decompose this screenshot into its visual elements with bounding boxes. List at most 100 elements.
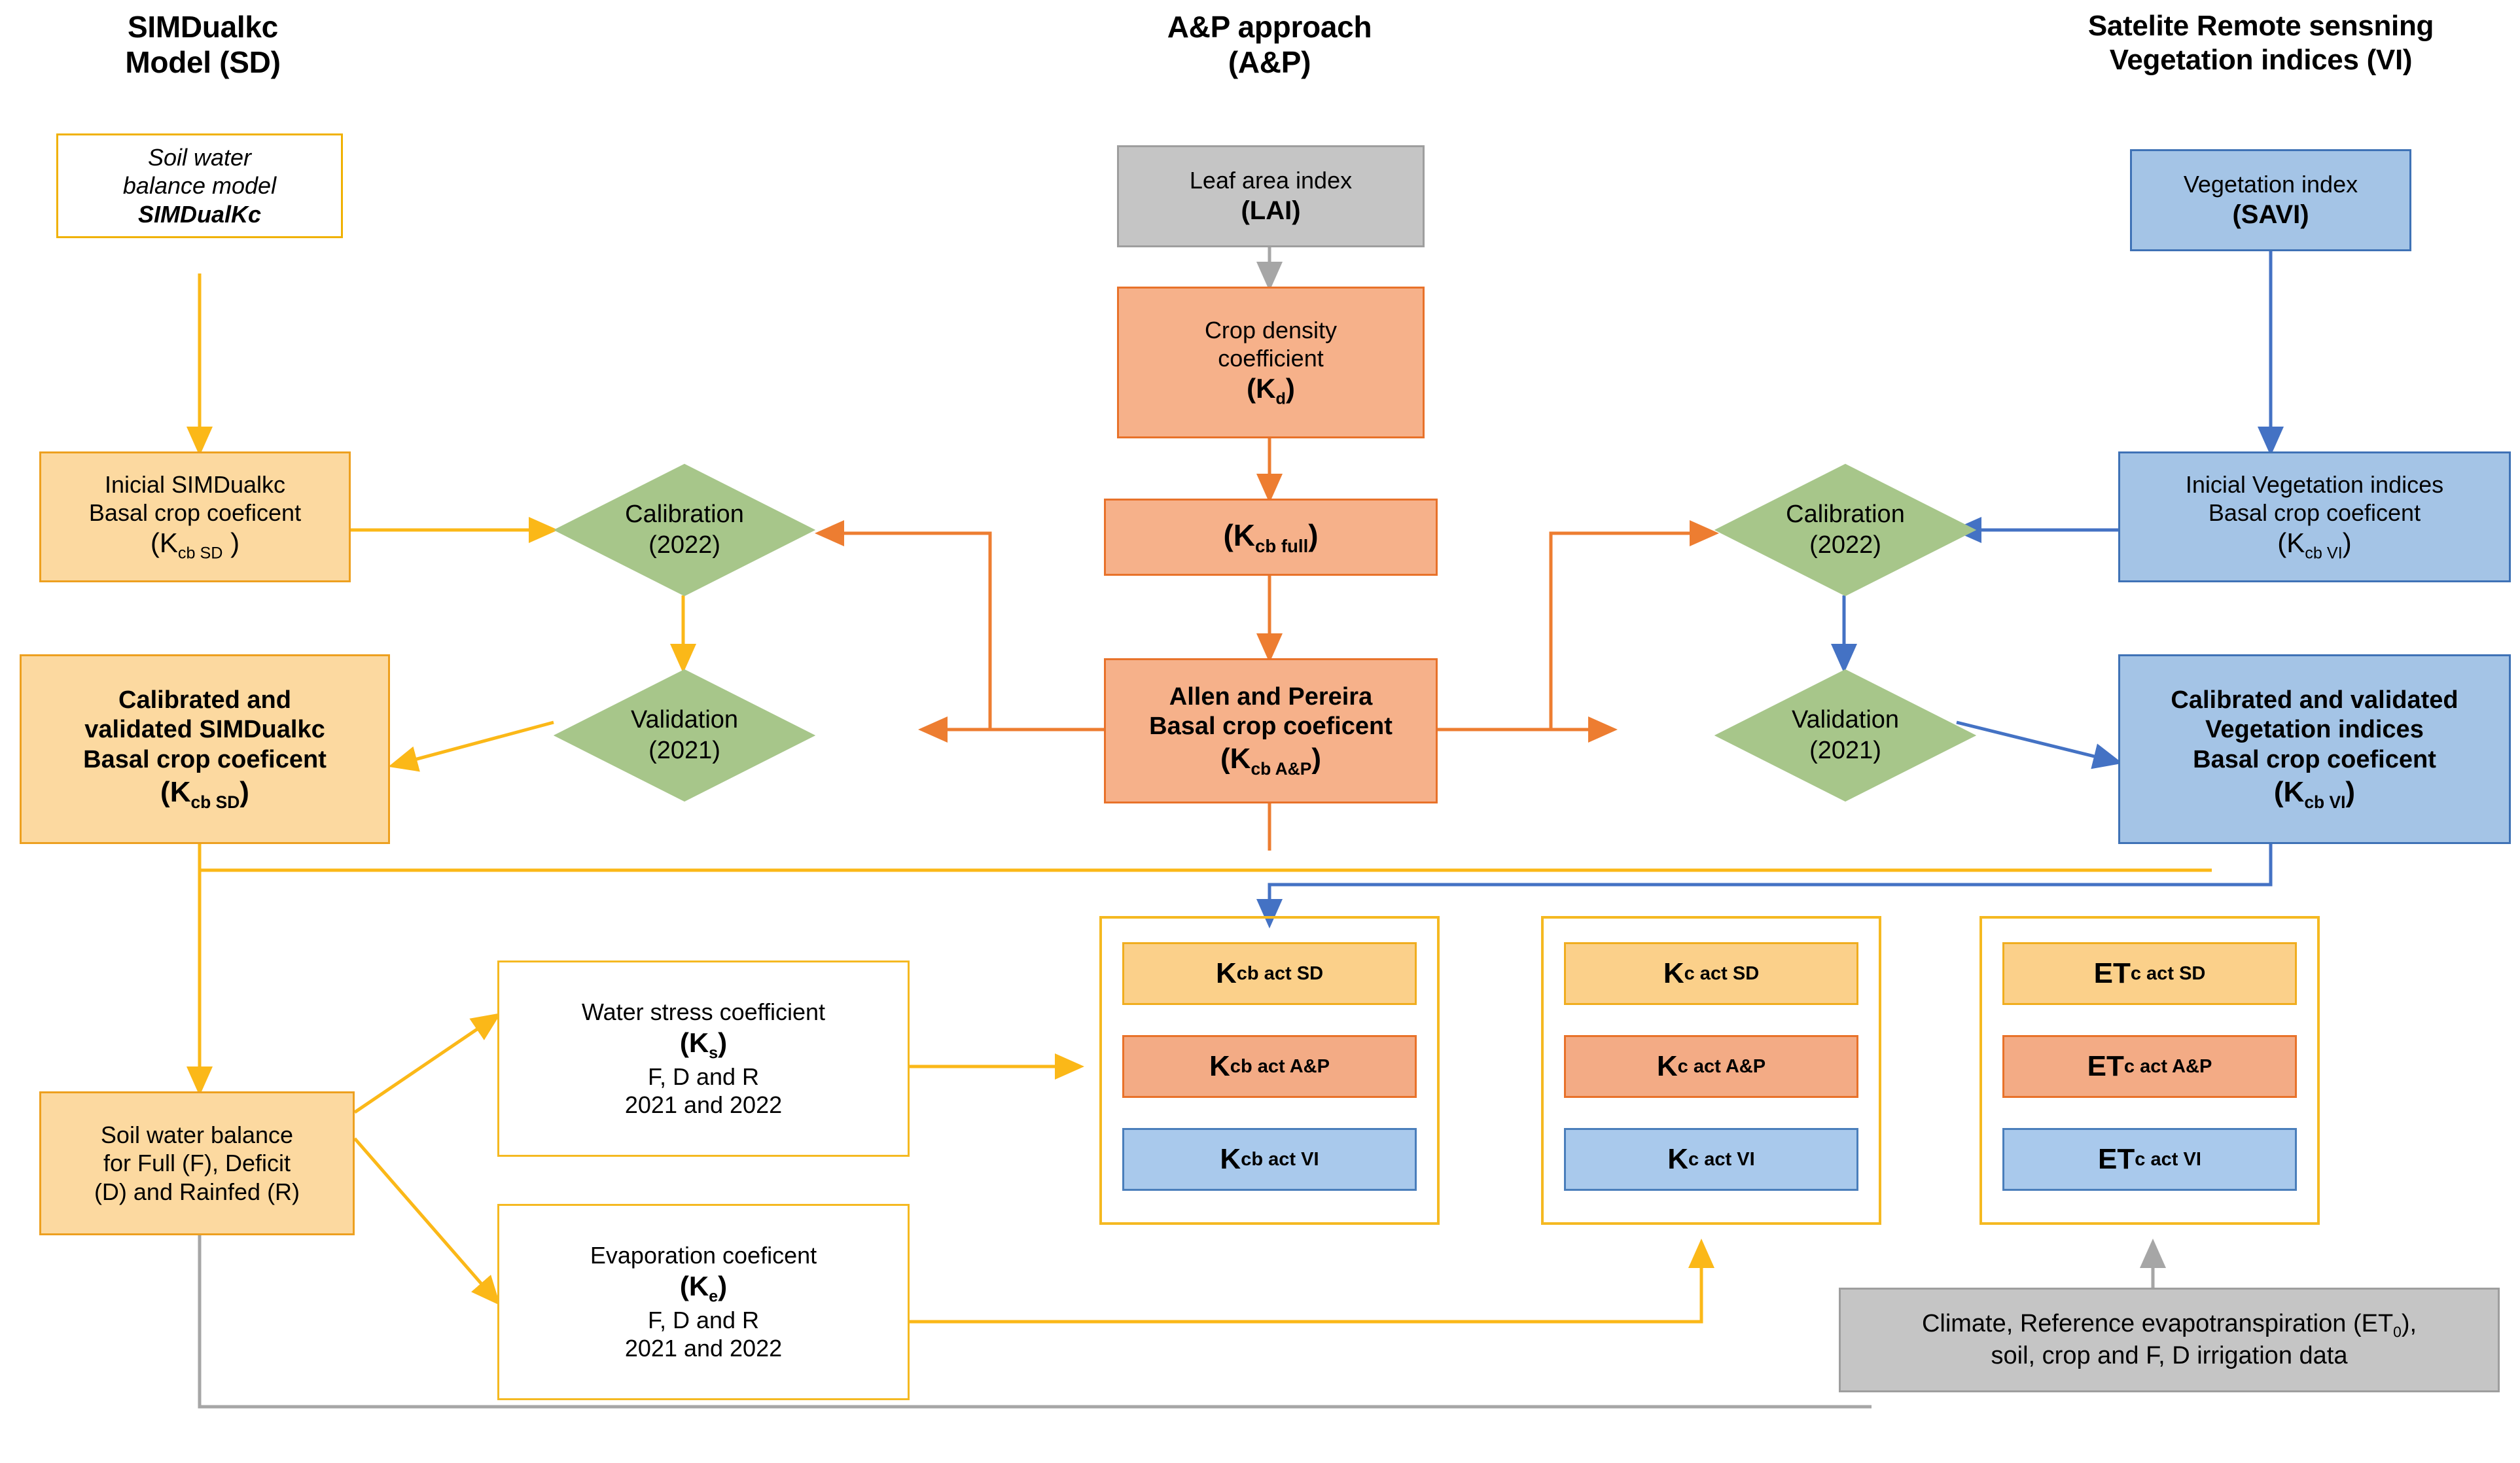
chip-kc-act-ap-sym: K [1656,1050,1678,1082]
node-kcb-sd-final[interactable]: Calibrated and validated SIMDualkc Basal… [20,654,390,844]
diamond-validation-right-label: Validation (2021) [1714,669,1976,802]
kcb-sd-initial-symend: ) [222,527,240,559]
node-crop-density-coefficient[interactable]: Crop density coefficient (Kd) [1117,287,1425,438]
kd-line2: coefficient [1218,345,1324,372]
kcb-sd-final-line1: Calibrated and [118,686,291,714]
kcb-sd-initial-sub: cb SD [177,544,223,563]
diamond-shape [1714,463,1976,597]
simdualkc-line3: SIMDualKc [137,200,262,228]
column-title-right-line1: Satelite Remote sensning [2087,10,2434,42]
chip-kc-act-sd-sym: K [1663,957,1684,989]
ks-line4: 2021 and 2022 [624,1091,783,1119]
column-title-middle-line2: (A&P) [1228,45,1311,80]
ks-symbol: (Ks) [680,1027,727,1063]
chip-kcb-act-vi-sub: cb act VI [1241,1148,1319,1170]
node-water-stress-coefficient[interactable]: Water stress coefficient (Ks) F, D and R… [497,961,910,1157]
column-title-middle: A&P approach (A&P) [1073,9,1466,80]
kcb-vi-initial-sym: (K [2277,527,2305,559]
diamond-cal-left-line1: Calibration [625,500,744,528]
column-title-left: SIMDualkc Model (SD) [39,9,366,80]
diamond-validation-right[interactable]: Validation (2021) [1714,669,1976,802]
diamond-calibration-right-label: Calibration (2022) [1714,463,1976,597]
diamond-shape [1714,669,1976,802]
kcb-sd-final-line3: Basal crop coeficent [83,746,327,774]
wire-kcbap-to-calibration-right [1549,520,1720,730]
wire-validation-to-kcbvi-final [1956,720,2123,769]
wire-kcbap-to-calibration-left [814,520,992,730]
kcb-sd-final-symend: ) [240,775,249,808]
node-kcb-sd-initial[interactable]: Inicial SIMDualkc Basal crop coeficent (… [39,451,351,582]
kcb-sd-initial-line2: Basal crop coeficent [88,499,302,527]
climate-line2: soil, crop and F, D irrigation data [1991,1341,2348,1369]
kd-sym: (K [1247,373,1276,404]
lai-line1: Leaf area index [1189,167,1353,194]
ke-symbol: (Ke) [680,1270,727,1307]
kcb-full-sym: (K [1223,518,1255,552]
ks-sym: (K [679,1027,709,1058]
lai-line2: (LAI) [1241,196,1301,225]
node-soil-water-balance[interactable]: Soil water balance for Full (F), Deficit… [39,1091,355,1235]
node-climate-inputs[interactable]: Climate, Reference evapotranspiration (E… [1839,1288,2500,1392]
diamond-calibration-right[interactable]: Calibration (2022) [1714,463,1976,597]
node-evaporation-coefficient[interactable]: Evaporation coeficent (Ke) F, D and R 20… [497,1204,910,1400]
chip-kc-act-vi-sym: K [1667,1143,1689,1175]
ks-sub: s [709,1043,719,1062]
diamond-val-left-line1: Validation [630,705,739,733]
kcb-sd-final-line2: validated SIMDualkc [84,716,325,744]
climate-line1-b: ), [2401,1309,2417,1337]
node-kcb-ap[interactable]: Allen and Pereira Basal crop coeficent (… [1104,658,1438,803]
kcb-vi-initial-line1: Inicial Vegetation indices [2185,471,2444,498]
node-simdualkc-model[interactable]: Soil water balance model SIMDualKc [56,133,343,238]
kcb-full-symbol: (Kcb full) [1223,518,1318,557]
chip-kcb-act-sd-sym: K [1215,957,1237,989]
chip-etc-act-sd-sym: ET [2093,957,2131,989]
ks-symend: ) [718,1027,728,1058]
node-kcb-vi-final[interactable]: Calibrated and validated Vegetation indi… [2118,654,2511,844]
kcb-vi-initial-sub: cb VI [2305,544,2343,563]
column-title-left-line1: SIMDualkc [128,10,278,44]
kcb-sd-initial-line1: Inicial SIMDualkc [104,471,286,498]
kcb-vi-final-symend: ) [2345,775,2356,808]
wire-swb-to-ks [353,1013,501,1114]
diamond-cal-right-line1: Calibration [1786,500,1905,528]
node-kcb-vi-initial[interactable]: Inicial Vegetation indices Basal crop co… [2118,451,2511,582]
chip-etc-act-vi-sub: c act VI [2135,1148,2201,1170]
diamond-calibration-left[interactable]: Calibration (2022) [554,463,815,597]
column-title-left-line2: Model (SD) [125,45,281,80]
node-leaf-area-index[interactable]: Leaf area index (LAI) [1117,145,1425,247]
kcb-sd-final-sym: (K [160,775,191,808]
kcb-vi-final-line1: Calibrated and validated [2171,686,2458,714]
climate-line1: Climate, Reference evapotranspiration (E… [1922,1309,2417,1341]
wire-ke-to-kcact [910,1238,1714,1324]
ke-line1: Evaporation coeficent [590,1242,817,1269]
node-vegetation-index-savi[interactable]: Vegetation index (SAVI) [2130,149,2411,251]
kcb-full-sub: cb full [1254,536,1309,557]
group-kcb-act [1099,916,1440,1225]
ks-line3: F, D and R [647,1063,760,1091]
diamond-shape [554,669,815,802]
ke-line4: 2021 and 2022 [624,1335,783,1362]
climate-line1-a: Climate, Reference evapotranspiration (E… [1921,1309,2394,1337]
kcb-vi-final-sym: (K [2273,775,2305,808]
chip-etc-act-sd-sub: c act SD [2130,962,2206,984]
kcb-sd-final-symbol: (Kcb SD) [160,775,249,813]
node-kcb-full[interactable]: (Kcb full) [1104,499,1438,576]
diamond-validation-left[interactable]: Validation (2021) [554,669,815,802]
diamond-cal-right-line2: (2022) [1809,531,1881,559]
chip-kc-act-sd-sub: c act SD [1684,962,1760,984]
chip-kcb-act-sd-sub: cb act SD [1236,962,1324,984]
kcb-ap-line2: Basal crop coeficent [1149,713,1393,741]
diamond-val-left-line2: (2021) [648,737,720,764]
column-title-right-line2: Vegetation indices (VI) [2109,43,2413,76]
savi-line1: Vegetation index [2183,171,2358,198]
